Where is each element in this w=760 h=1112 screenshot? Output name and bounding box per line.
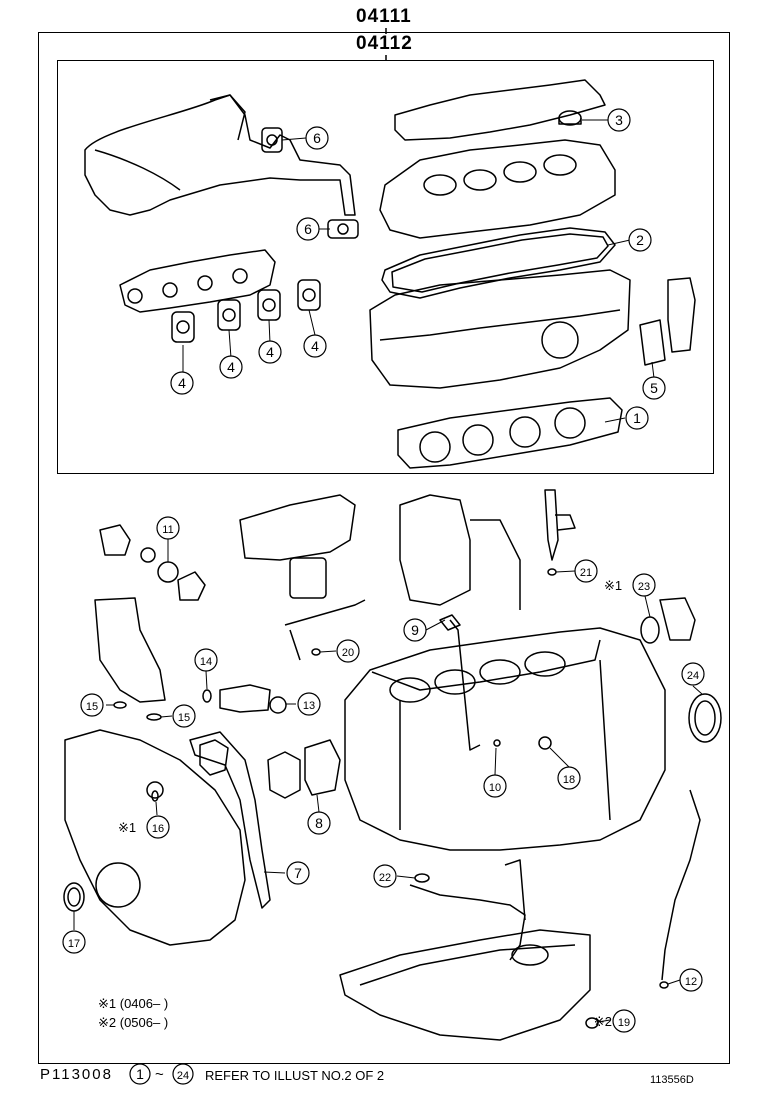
- note-2: ※2 (0506– ): [98, 1015, 168, 1031]
- note-1: ※1 (0406– ): [98, 996, 168, 1012]
- callout-14: 14: [200, 656, 212, 668]
- exhaust-manifold-drawing: [119, 249, 276, 313]
- side-housing-drawing: [639, 277, 696, 366]
- callout-19: 19: [618, 1017, 630, 1029]
- oil-filter-bracket-drawing: [239, 494, 356, 599]
- leader-lines: [73, 119, 703, 1023]
- callout-4: 4: [266, 344, 274, 360]
- exhaust-gaskets-drawing: [171, 279, 321, 343]
- footer-range-separator: ~: [155, 1066, 164, 1083]
- callout-16: 16: [152, 823, 164, 835]
- callout-7: 7: [294, 865, 302, 881]
- callout-circles: [62, 108, 705, 1085]
- callout-15: 15: [178, 712, 190, 724]
- callout-21: 21: [580, 567, 592, 579]
- callout-4: 4: [178, 375, 186, 391]
- catalog-ref: 113556D: [650, 1074, 694, 1086]
- note-2-text: (0506– ): [119, 1015, 169, 1030]
- oil-strainer-drawing: [409, 859, 549, 966]
- callout-24: 24: [687, 670, 699, 682]
- callout-3: 3: [615, 112, 623, 128]
- note-1-mark: ※1: [98, 996, 117, 1011]
- rear-plate-drawing: [189, 731, 271, 909]
- callout-2: 2: [636, 232, 644, 248]
- callout-20: 20: [342, 647, 354, 659]
- note-2-mark: ※2: [98, 1015, 117, 1030]
- refer-text: REFER TO ILLUST NO.2 OF 2: [205, 1068, 385, 1083]
- callout-1: 1: [633, 410, 641, 426]
- kit-code-inner: 04112: [356, 33, 413, 54]
- cylinder-head-drawing: [369, 269, 631, 389]
- callout-5: 5: [650, 380, 658, 396]
- injector-drawing: [544, 489, 576, 561]
- note-1-text: (0406– ): [119, 996, 169, 1011]
- turbo-pipe-drawing: [399, 494, 521, 610]
- water-outlet-drawing: [219, 684, 271, 713]
- head-cover-gasket-drawing: [381, 227, 616, 299]
- footer-range-end: 24: [177, 1070, 189, 1082]
- mark-note1-at-16: ※1: [118, 820, 136, 835]
- cylinder-block-drawing: [344, 627, 666, 851]
- o-rings-drawing: [63, 568, 722, 1029]
- thermostat-housing-drawing: [99, 524, 206, 601]
- callout-6: 6: [313, 130, 321, 146]
- plug-seal-drawing: [558, 110, 582, 126]
- callout-13: 13: [303, 700, 315, 712]
- water-pump-drawing: [94, 597, 166, 703]
- callout-22: 22: [379, 872, 391, 884]
- dipstick-drawing: [449, 619, 701, 981]
- intake-manifold-drawing: [84, 94, 356, 216]
- oil-pan-drawing: [339, 929, 591, 1041]
- illustration-id: P113008: [40, 1066, 113, 1083]
- mark-note2-at-19: ※2: [594, 1014, 612, 1029]
- timing-cover-drawing: [64, 729, 246, 946]
- mark-note1-at-23: ※1: [604, 578, 622, 593]
- callout-4: 4: [227, 359, 235, 375]
- cylinder-head-cover-drawing: [379, 79, 616, 239]
- outer-kit-frame: [38, 32, 730, 1064]
- gasket-small-parts-drawing: [199, 597, 696, 799]
- footer-range-start: 1: [136, 1066, 144, 1082]
- callout-10: 10: [489, 782, 501, 794]
- callout-4: 4: [311, 338, 319, 354]
- callout-23: 23: [638, 581, 650, 593]
- callout-12: 12: [685, 976, 697, 988]
- kit-code-outer: 04111: [356, 6, 412, 27]
- callout-6: 6: [304, 221, 312, 237]
- head-gasket-drawing: [397, 397, 623, 469]
- callout-9: 9: [411, 622, 419, 638]
- callout-17: 17: [68, 938, 80, 950]
- callout-18: 18: [563, 774, 575, 786]
- callout-11: 11: [162, 524, 173, 536]
- callout-15: 15: [86, 701, 98, 713]
- callout-8: 8: [315, 815, 323, 831]
